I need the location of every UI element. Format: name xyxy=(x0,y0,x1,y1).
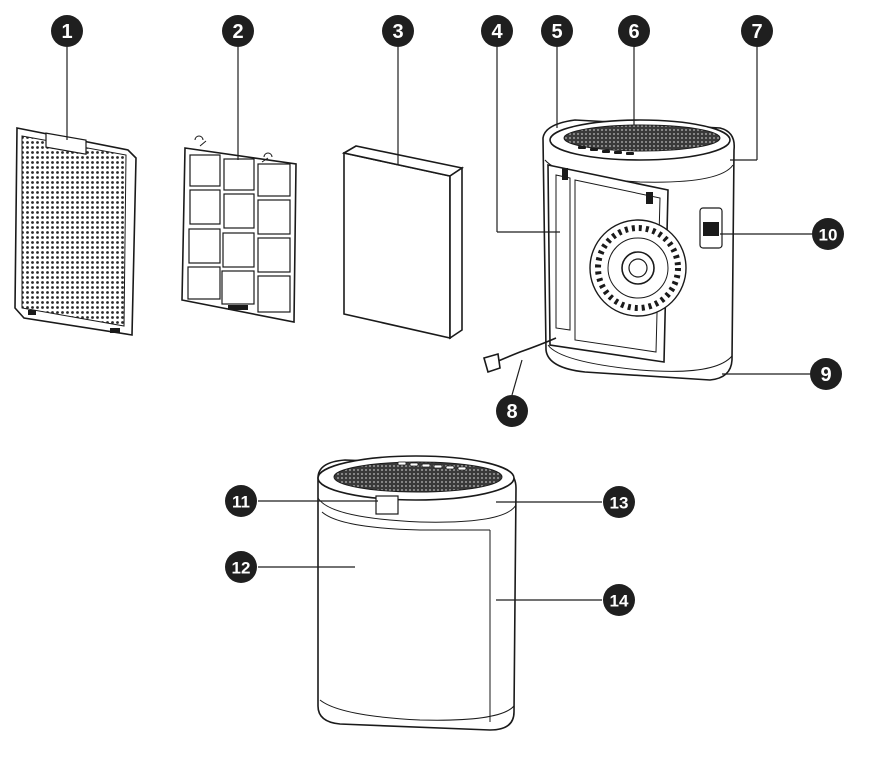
callout-14: 14 xyxy=(603,584,635,616)
svg-text:11: 11 xyxy=(232,493,250,512)
svg-text:10: 10 xyxy=(819,226,838,245)
purifier-body-open xyxy=(483,119,736,381)
svg-text:14: 14 xyxy=(610,592,629,611)
svg-text:8: 8 xyxy=(506,401,517,423)
callout-4: 4 xyxy=(481,15,513,47)
purifier-assembled xyxy=(317,455,517,731)
svg-text:7: 7 xyxy=(751,21,762,43)
callout-9: 9 xyxy=(810,358,842,390)
callout-3: 3 xyxy=(382,15,414,47)
callout-1: 1 xyxy=(51,15,83,47)
leader-lines xyxy=(66,47,812,601)
hepa-filter xyxy=(341,145,465,340)
callout-8: 8 xyxy=(496,395,528,427)
callout-11: 11 xyxy=(225,485,257,517)
svg-text:3: 3 xyxy=(392,21,403,43)
callout-7: 7 xyxy=(741,15,773,47)
front-grille-cover xyxy=(14,127,137,336)
callout-6: 6 xyxy=(618,15,650,47)
svg-text:2: 2 xyxy=(232,21,243,43)
svg-text:5: 5 xyxy=(551,21,562,43)
fan-impeller xyxy=(589,219,687,317)
callout-12: 12 xyxy=(225,551,257,583)
callout-13: 13 xyxy=(603,486,635,518)
svg-text:9: 9 xyxy=(820,364,831,386)
pre-filter-frame xyxy=(181,135,297,323)
callout-5: 5 xyxy=(541,15,573,47)
svg-text:4: 4 xyxy=(491,21,503,43)
callout-10: 10 xyxy=(812,218,844,250)
svg-text:1: 1 xyxy=(61,21,72,43)
svg-text:12: 12 xyxy=(232,559,251,578)
callout-2: 2 xyxy=(222,15,254,47)
svg-text:6: 6 xyxy=(628,21,639,43)
svg-text:13: 13 xyxy=(610,494,629,513)
